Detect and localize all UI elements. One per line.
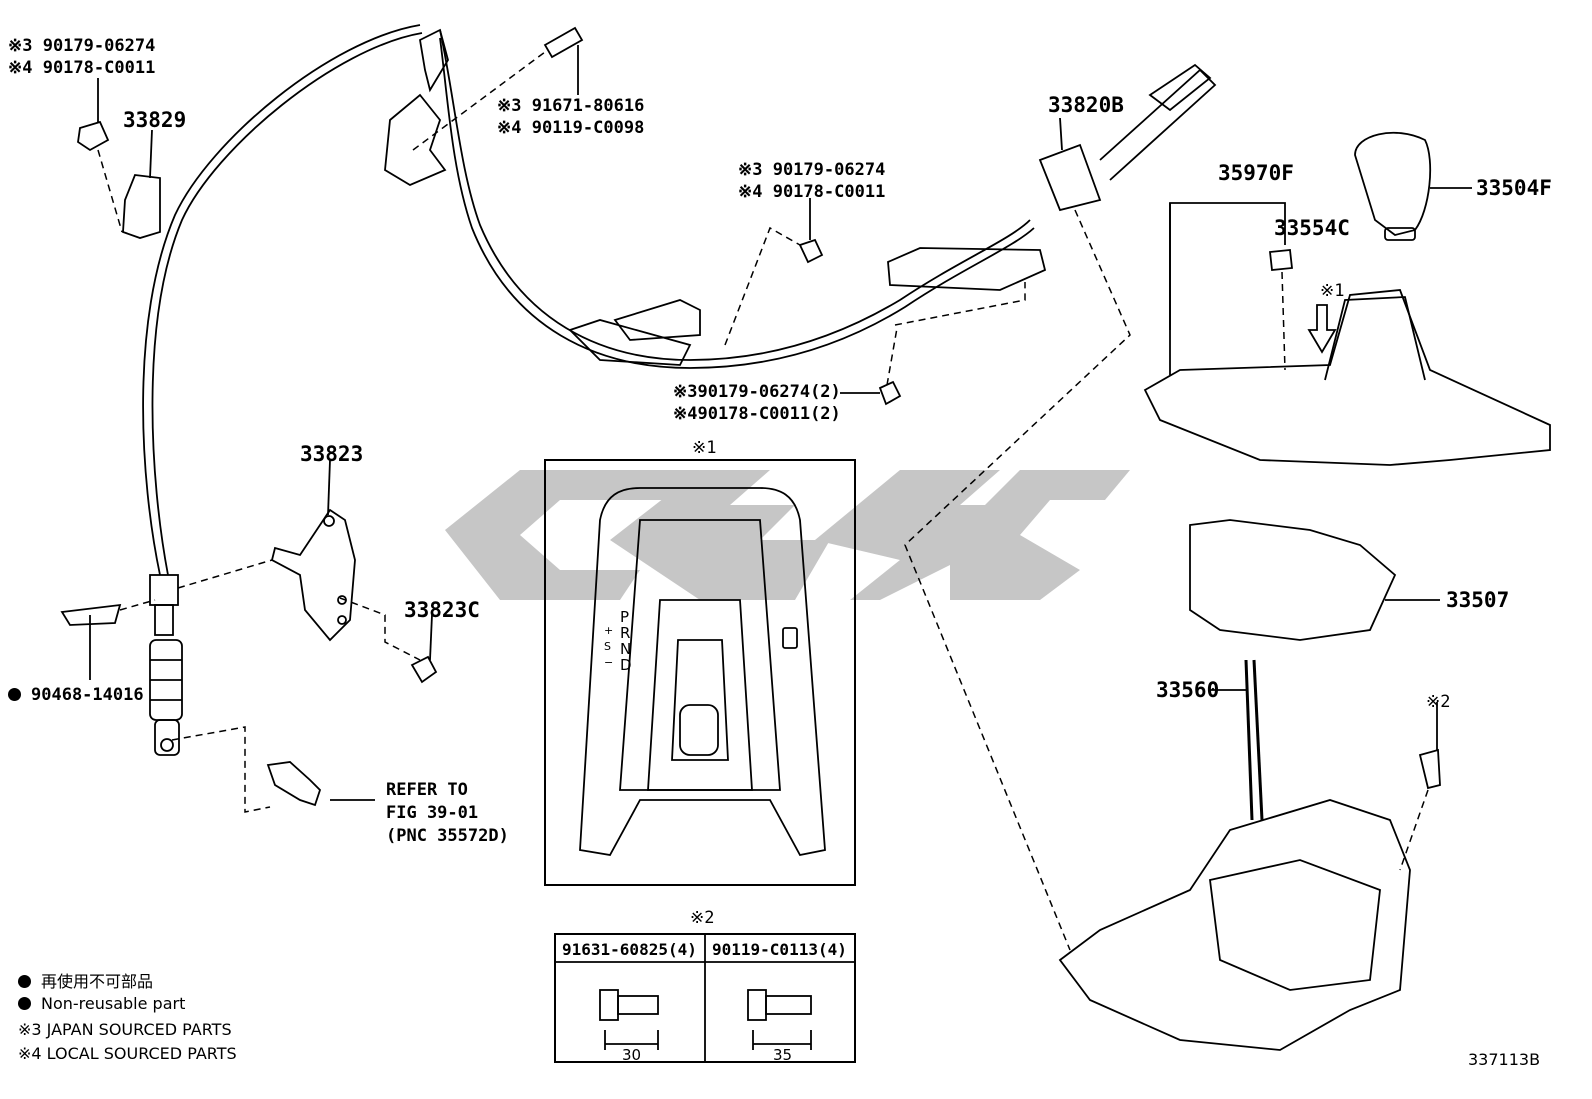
inset2-mark: ※2 (690, 908, 715, 928)
cable-grommet (568, 319, 692, 366)
legend-dot-jp (18, 975, 31, 988)
refer-line-1: REFER TO (386, 780, 468, 800)
part-33829: 33829 (123, 108, 187, 132)
part-33820b: 33820B (1048, 93, 1124, 117)
note-tl-4: ※4 90178-C0011 (8, 58, 156, 78)
shift-base-33560 (1058, 799, 1411, 1051)
dimension-30: 30 (622, 1046, 642, 1064)
gate-d: D (620, 656, 632, 674)
lever-bracket (270, 508, 356, 642)
retaining-clip (60, 603, 122, 626)
cable-plate (887, 247, 1047, 291)
gate-plus: + (604, 624, 614, 637)
part-33554c: 33554C (1274, 216, 1350, 240)
gate-minus: − (604, 656, 614, 669)
note-mid-4: ※4 90178-C0011 (738, 182, 886, 202)
note-low-4: ※490178-C0011(2) (673, 404, 841, 424)
link-bracket (266, 761, 322, 807)
cable-adjuster (149, 574, 179, 606)
cable-top-bracket (384, 93, 447, 187)
refer-line-2: FIG 39-01 (386, 803, 479, 823)
clip-33554c (1269, 249, 1293, 271)
gate-s: S (604, 640, 611, 653)
shift-knob (1354, 131, 1432, 236)
note-bolt-4: ※4 90119-C0098 (497, 118, 645, 138)
housing-33507 (1189, 519, 1397, 641)
legend-local: ※4 LOCAL SOURCED PARTS (18, 1044, 237, 1063)
dimension-35: 35 (773, 1046, 793, 1064)
part-35970f: 35970F (1218, 161, 1294, 185)
refer-line-3: (PNC 35572D) (386, 826, 509, 846)
gate-p: P (620, 608, 630, 626)
part-33823: 33823 (300, 442, 364, 466)
nut-top-left (77, 120, 110, 152)
legend-japan: ※3 JAPAN SOURCED PARTS (18, 1020, 232, 1039)
nut-mid (798, 238, 824, 264)
note-mid-3: ※3 90179-06274 (738, 160, 886, 180)
console-outline (579, 487, 826, 857)
watermark-logo (445, 470, 1130, 600)
table-col2-header: 90119-C0113(4) (712, 940, 847, 959)
mark2-bolt-label: ※2 (1426, 692, 1451, 712)
gate-n: N (620, 640, 632, 658)
bolt-91671 (543, 26, 584, 59)
bolt-35 (747, 989, 767, 1021)
note-bolt-3: ※3 91671-80616 (497, 96, 645, 116)
table-col1-header: 91631-60825(4) (562, 940, 697, 959)
diagram-id: 337113B (1468, 1050, 1541, 1069)
mark1-arrow-label: ※1 (1320, 281, 1345, 301)
cable-bracket (122, 174, 161, 239)
arrow-mark1 (1307, 304, 1337, 354)
legend-dot-en (18, 997, 31, 1010)
part-33823c: 33823C (404, 598, 480, 622)
inset-frame (544, 459, 856, 886)
part-90468: 90468-14016 (8, 685, 144, 705)
note-tl-3: ※3 90179-06274 (8, 36, 156, 56)
bolt-30 (599, 989, 619, 1021)
inset1-mark: ※1 (692, 438, 717, 458)
shift-panel-35970f (1143, 289, 1551, 466)
shift-cable-left (142, 24, 421, 576)
note-low-3: ※390179-06274(2) (673, 382, 841, 402)
gate-r: R (620, 624, 631, 642)
part-33507: 33507 (1446, 588, 1510, 612)
nut-low (878, 380, 902, 406)
bolt-mark2 (1418, 748, 1441, 790)
part-33504f: 33504F (1476, 176, 1552, 200)
part-33560: 33560 (1156, 678, 1220, 702)
legend-jp: 再使用不可部品 (18, 968, 153, 992)
bolt-33823c (410, 655, 438, 684)
shift-lever-rod (1252, 659, 1264, 821)
legend-en: Non-reusable part (18, 994, 185, 1013)
cable-mount (613, 299, 701, 341)
cable-end-33820b (1038, 143, 1102, 212)
non-reusable-dot (8, 688, 21, 701)
